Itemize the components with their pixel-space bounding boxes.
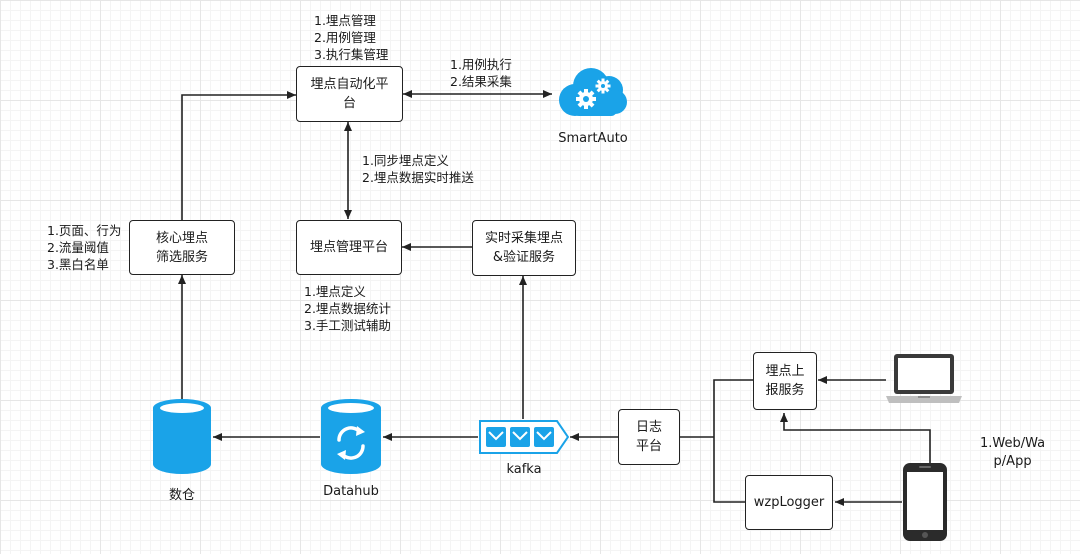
log-platform-node[interactable]: 日志 平台: [618, 409, 680, 465]
wzplogger-label: wzpLogger: [753, 495, 825, 510]
realtime-service-node[interactable]: 实时采集埋点 &验证服务: [472, 220, 576, 276]
realtime-service-label: 实时采集埋点 &验证服务: [484, 231, 563, 265]
core-criteria-note: 1.页面、行为 2.流量阈值 3.黑白名单: [47, 223, 122, 272]
log-platform-label: 日志 平台: [635, 420, 662, 454]
message-queue-icon: [479, 420, 569, 454]
smartphone-icon[interactable]: [902, 462, 948, 542]
kafka-caption: kafka: [506, 462, 542, 477]
sync-database-icon: [321, 399, 381, 474]
report-service-label: 埋点上 报服务: [765, 364, 805, 398]
management-platform-node[interactable]: 埋点管理平台: [296, 220, 402, 275]
arrow-phone-to-report: [780, 413, 931, 463]
core-filter-node[interactable]: 核心埋点 筛选服务: [129, 220, 235, 275]
merge-bracket: [713, 379, 753, 503]
report-service-node[interactable]: 埋点上 报服务: [753, 352, 817, 410]
automation-platform-node[interactable]: 埋点自动化平 台: [296, 66, 403, 122]
automation-functions-note: 1.埋点管理 2.用例管理 3.执行集管理: [314, 13, 389, 62]
database-icon: [153, 399, 211, 474]
laptop-icon[interactable]: [884, 352, 964, 406]
datahub-caption: Datahub: [323, 484, 379, 499]
management-platform-label: 埋点管理平台: [309, 240, 388, 255]
management-functions-note: 1.埋点定义 2.埋点数据统计 3.手工测试辅助: [304, 284, 391, 333]
smartauto-caption: SmartAuto: [558, 131, 628, 146]
warehouse-caption: 数仓: [168, 488, 195, 503]
clients-note: 1.Web/Wa p/App: [980, 436, 1046, 469]
smartauto-link-note: 1.用例执行 2.结果采集: [450, 57, 512, 89]
core-filter-label: 核心埋点 筛选服务: [155, 230, 208, 265]
arrow-core-to-automation: [181, 91, 296, 220]
wzplogger-node[interactable]: wzpLogger: [745, 475, 833, 530]
sync-link-note: 1.同步埋点定义 2.埋点数据实时推送: [362, 153, 474, 185]
automation-platform-label: 埋点自动化平 台: [310, 77, 389, 111]
cloud-gears-icon: [559, 68, 627, 116]
